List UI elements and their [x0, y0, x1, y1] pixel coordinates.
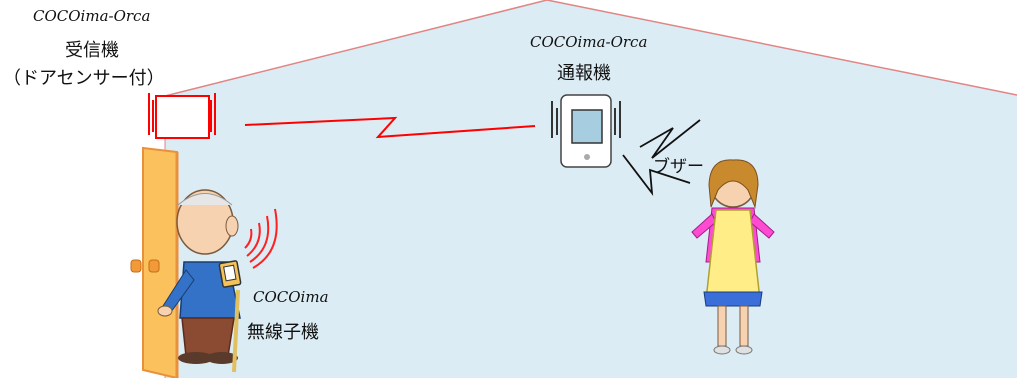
- buzzer-label: ブザー: [653, 157, 704, 177]
- handset-device: [218, 260, 242, 288]
- elderly-man-figure: [157, 189, 241, 373]
- receiver-sub-label: （ドアセンサー付）: [3, 68, 165, 89]
- handset-name-label: 無線子機: [247, 322, 319, 343]
- notifier-brand-label: COCOima-Orca: [530, 33, 648, 51]
- notifier-device: [551, 94, 621, 168]
- wireless-signal-line: [244, 116, 536, 139]
- door: [142, 146, 178, 378]
- receiver-name-label: 受信機: [65, 40, 119, 61]
- roof-line: [164, 0, 1017, 97]
- buzzer-sound-icon: [622, 119, 701, 197]
- notifier-name-label: 通報機: [557, 63, 611, 84]
- handset-brand-label: COCOima: [253, 288, 329, 306]
- woman-figure: [691, 159, 775, 355]
- receiver-brand-label: COCOima-Orca: [33, 7, 151, 25]
- house-wall: [165, 0, 1017, 378]
- door-knob: [130, 259, 160, 273]
- receiver-device: [148, 93, 216, 139]
- handset-signal-waves-icon: [244, 208, 278, 269]
